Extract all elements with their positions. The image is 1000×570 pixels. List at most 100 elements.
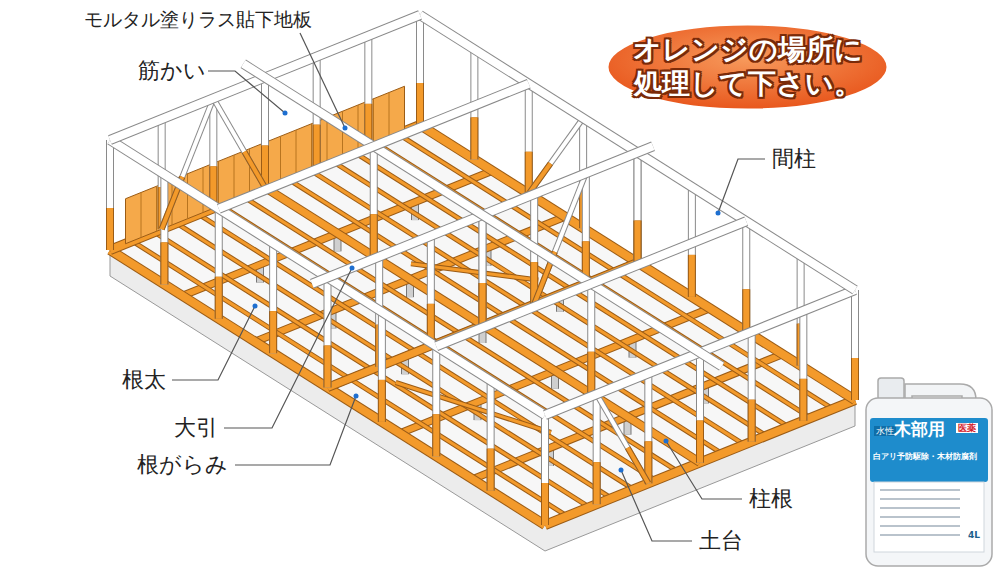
column-treated <box>799 379 807 421</box>
column <box>634 153 642 263</box>
column <box>743 221 749 331</box>
leader-line <box>718 159 765 213</box>
column <box>371 146 377 256</box>
column <box>370 146 378 256</box>
column-treated <box>371 214 377 256</box>
column <box>427 236 435 346</box>
column <box>428 236 434 346</box>
bottle-fine-print <box>880 507 960 509</box>
column-treated <box>480 283 486 325</box>
column-treated <box>743 289 749 331</box>
column-treated <box>379 380 385 422</box>
leader-dot <box>343 126 348 131</box>
lath-board-line <box>373 99 374 144</box>
lath-board-line <box>265 143 266 188</box>
column-treated <box>852 358 858 400</box>
leader-dot <box>664 439 669 444</box>
column <box>645 373 651 483</box>
leader-dot <box>253 304 258 309</box>
lath-board-line <box>187 174 188 219</box>
lath-board-line <box>311 124 312 169</box>
column <box>583 173 589 283</box>
top-plate <box>243 64 722 367</box>
leader-dot <box>350 266 355 271</box>
sill <box>110 250 545 525</box>
column-treated <box>417 83 423 125</box>
column-treated <box>417 83 423 125</box>
column-treated <box>749 400 755 442</box>
bottle-label <box>870 418 988 482</box>
column-treated <box>270 311 276 353</box>
column <box>378 312 386 422</box>
column <box>106 140 114 250</box>
column-treated <box>594 462 600 504</box>
lath-board-line <box>358 105 359 150</box>
column-treated <box>432 414 440 456</box>
column-treated <box>370 214 378 256</box>
column <box>479 215 487 325</box>
lath-board-line <box>218 161 219 206</box>
column-treated <box>107 208 113 250</box>
column <box>696 353 704 463</box>
column <box>749 332 755 442</box>
part-label: 土台 <box>697 528 745 553</box>
brace <box>213 98 265 187</box>
part-label: 間柱 <box>770 146 818 171</box>
column-treated <box>216 277 222 319</box>
column-treated <box>696 421 704 463</box>
column-treated <box>587 352 595 394</box>
column-treated <box>742 289 750 331</box>
column-treated <box>378 380 386 422</box>
column <box>542 415 548 525</box>
column-treated <box>106 208 114 250</box>
column-treated <box>325 346 331 388</box>
column <box>210 98 216 208</box>
column <box>799 311 807 421</box>
bottle-text: 木部用 <box>894 420 945 440</box>
column-treated <box>697 421 703 463</box>
leader-line <box>621 470 692 541</box>
column <box>594 394 600 504</box>
column-treated <box>433 414 439 456</box>
part-label: モルタル塗りラス貼下地板 <box>82 9 314 31</box>
lath-board-line <box>280 136 281 181</box>
column <box>269 243 277 353</box>
bottle-fine-print <box>880 498 960 500</box>
part-label: 筋かい <box>136 58 208 83</box>
leader-dot <box>283 111 288 116</box>
column-treated <box>470 117 478 159</box>
column-treated <box>324 346 332 388</box>
bottle-text: 白アリ予防駆除・木材防腐剤 <box>873 452 977 461</box>
column-treated <box>800 379 806 421</box>
column <box>364 36 372 146</box>
column-treated <box>697 421 703 463</box>
column-treated <box>479 283 487 325</box>
column <box>644 373 652 483</box>
column <box>526 84 532 194</box>
leader-dot <box>716 211 721 216</box>
column-treated <box>416 83 424 125</box>
column-treated <box>160 242 168 284</box>
leader-dot <box>619 468 624 473</box>
column-treated <box>634 221 642 263</box>
bottle-fine-print <box>880 516 960 518</box>
column <box>480 215 486 325</box>
leader-line <box>200 71 285 113</box>
lath-board-line <box>327 118 328 163</box>
column-treated <box>851 358 859 400</box>
column <box>417 15 423 125</box>
top-plate <box>436 221 746 346</box>
sill <box>420 125 855 400</box>
column <box>851 290 859 400</box>
column-treated <box>688 255 696 297</box>
column <box>416 15 424 125</box>
column <box>488 381 494 491</box>
bottle-label-lower <box>874 482 984 552</box>
leader-dot <box>354 394 359 399</box>
column <box>800 311 806 421</box>
callout-ellipse: オレンジの場所に 処理して下さい。 <box>605 22 890 112</box>
bottle-text: 医薬 <box>956 423 978 433</box>
column <box>324 278 332 388</box>
lath-board-line <box>389 93 390 138</box>
column <box>525 84 533 194</box>
